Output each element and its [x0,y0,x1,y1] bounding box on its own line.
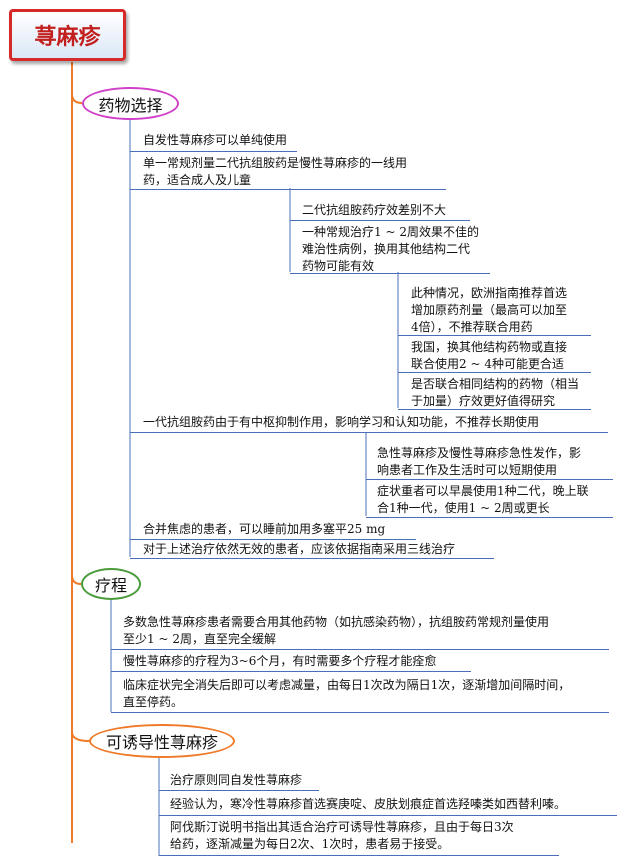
leaf-underline [130,151,297,152]
leaf-spontaneous-monotherapy: 自发性荨麻疹可以单纯使用 [143,133,288,147]
leaf-first-line-second-gen: 单一常规剂量二代抗组胺药是慢性荨麻疹的一线用药，适合成人及儿童 [143,156,408,187]
leaf-underline [130,189,446,190]
branch-inducible-urticaria[interactable]: 可诱导性荨麻疹 [89,724,235,758]
leaf-underline [111,712,609,713]
leaf-efficacy-similar: 二代抗组胺药疗效差别不大 [302,203,447,217]
branch-drug-selection[interactable]: 药物选择 [82,87,179,120]
leaf-underline [130,558,494,559]
leaf-tapering: 临床症状完全消失后即可以考虑减量，由每日1次改为隔日1次，逐渐增加间隔时间，直至… [123,678,571,709]
leaf-underline [130,539,416,540]
leaf-underline [290,220,470,221]
leaf-acute-short-term: 急性荨麻疹及慢性荨麻疹急性发作，影响患者工作及生活时可以短期使用 [377,446,582,477]
leaf-underline [366,479,613,480]
leaf-same-principle: 治疗原则同自发性荨麻疹 [170,773,303,787]
leaf-switch-structure: 一种常规治疗1 ~ 2周效果不佳的难治性病例，换用其他结构二代药物可能有效 [302,225,479,273]
leaf-acrivastine: 阿伐斯汀说明书指出其适合治疗可诱导性荨麻疹，且由于每日3次给药，逐渐减量为每日2… [170,820,514,851]
leaf-underline [159,855,559,856]
leaf-morning-evening-regimen: 症状重者可以早晨使用1种二代，晚上联合1种一代，使用1 ~ 2周或更长 [377,484,589,515]
leaf-underline [159,790,319,791]
leaf-underline [159,815,617,816]
leaf-cold-dermatographism: 经验认为，寒冷性荨麻疹首选赛庚啶、皮肤划痕症首选羟嗪类如西替利嗪。 [170,797,567,811]
leaf-underline [111,671,471,672]
leaf-underline [366,517,613,518]
leaf-combination-research: 是否联合相同结构的药物（相当于加量）疗效更好值得研究 [411,377,580,408]
leaf-china-practice: 我国，换其他结构药物或直接联合使用2 ~ 4种可能更合适 [411,340,568,371]
leaf-underline [398,335,591,336]
leaf-underline [398,372,591,373]
leaf-anxiety-doxepin: 合并焦虑的患者，可以睡前加用多塞平25 mg [143,522,386,536]
leaf-underline [111,649,609,650]
leaf-underline [398,409,591,410]
leaf-chronic-course: 慢性荨麻疹的疗程为3~6个月，有时需要多个疗程才能痊愈 [123,654,437,668]
root-node-title[interactable]: 荨麻疹 [9,9,126,61]
leaf-acute-course: 多数急性荨麻疹患者需要合用其他药物（如抗感染药物），抗组胺药常规剂量使用至少1 … [123,615,550,646]
leaf-third-line: 对于上述治疗依然无效的患者，应该依据指南采用三线治疗 [143,542,456,556]
leaf-underline [130,432,608,433]
leaf-first-gen-warning: 一代抗组胺药由于有中枢抑制作用，影响学习和认知功能，不推荐长期使用 [143,415,540,429]
leaf-underline [290,273,490,274]
branch-course[interactable]: 疗程 [81,568,141,600]
